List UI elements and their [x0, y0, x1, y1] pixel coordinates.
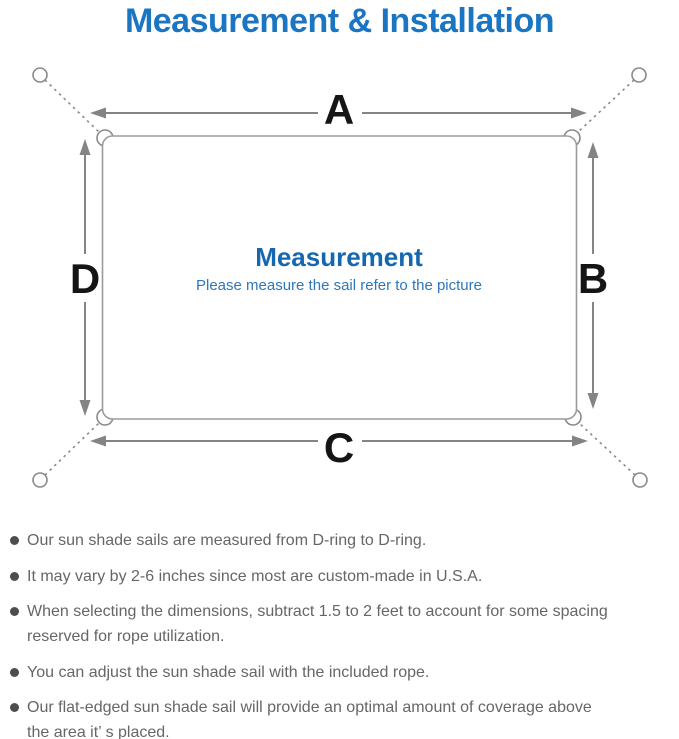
anchor-ring-icon	[32, 67, 48, 83]
arrowhead-right-icon	[571, 107, 587, 119]
sail-outline	[101, 135, 578, 420]
arrowhead-up-icon	[587, 142, 599, 158]
note-text: It may vary by 2-6 inches since most are…	[27, 567, 483, 585]
arrowhead-left-icon	[90, 107, 106, 119]
note-text: Our flat-edged sun shade sail will provi…	[27, 699, 592, 716]
arrowhead-left-icon	[90, 435, 106, 447]
bullet-dot-icon	[10, 667, 19, 677]
anchor-ring-icons	[32, 67, 648, 488]
list-item: It may vary by 2-6 inches since most are…	[0, 564, 679, 589]
anchor-ring-icon	[632, 472, 648, 488]
note-text: Our sun shade sails are measured from D-…	[27, 532, 427, 549]
measurement-diagram: A C D B Measurem	[32, 67, 648, 488]
page-title: Measurement & Installation	[124, 2, 555, 40]
rope-line	[577, 79, 635, 133]
list-item: You can adjust the sun shade sail with t…	[0, 660, 679, 685]
dimension-label-c: C	[324, 424, 354, 471]
dimension-arrowheads-b	[587, 142, 599, 409]
rope-line	[44, 422, 100, 476]
list-item: When selecting the dimensions, subtract …	[0, 599, 679, 649]
note-text: When selecting the dimensions, subtract …	[27, 603, 608, 620]
arrowhead-up-icon	[79, 139, 91, 155]
notes-list: Our sun shade sails are measured from D-…	[0, 528, 679, 739]
dimension-arrowheads-d	[79, 139, 91, 416]
rope-line	[578, 422, 636, 476]
note-text: the area it’ s placed.	[27, 724, 170, 739]
bullet-dot-icon	[10, 536, 19, 545]
dimension-arrowheads-a	[90, 107, 587, 119]
dimension-label-b: B	[578, 255, 608, 302]
bullet-dot-icon	[10, 607, 19, 616]
diagram-center-heading: Measurement	[255, 242, 423, 272]
arrowhead-right-icon	[572, 435, 588, 447]
list-item: Our flat-edged sun shade sail will provi…	[0, 695, 679, 739]
diagram-center-subtitle: Please measure the sail refer to the pic…	[196, 277, 482, 294]
dimension-label-a: A	[324, 86, 354, 133]
arrowhead-down-icon	[587, 393, 599, 409]
rope-line	[44, 79, 100, 133]
arrowhead-down-icon	[79, 400, 91, 416]
anchor-ring-icon	[32, 472, 48, 488]
list-item: Our sun shade sails are measured from D-…	[0, 528, 679, 553]
anchor-ring-icon	[631, 67, 647, 83]
note-text: You can adjust the sun shade sail with t…	[27, 663, 430, 681]
note-text: reserved for rope utilization.	[27, 628, 225, 645]
dimension-label-d: D	[70, 255, 100, 302]
bullet-dot-icon	[10, 703, 19, 712]
dimension-arrowheads-c	[90, 435, 588, 447]
bullet-dot-icon	[10, 571, 19, 581]
